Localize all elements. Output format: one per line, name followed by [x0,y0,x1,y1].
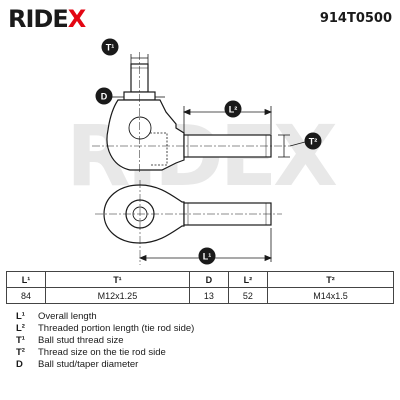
d-label: D [101,92,108,102]
spec-table: L¹ T¹ D L² T² 84 M12x1.25 13 52 M14x1.5 [5,271,395,304]
legend-code: L¹ [16,311,25,322]
t1-label-badge [101,38,119,56]
spec-value-cell: 13 [188,287,229,304]
legend-code: D [16,359,23,370]
part-number: 914T0500 [319,11,392,26]
technical-drawing: RIDEX T¹ D [66,38,341,265]
legend-text: Ball stud thread size [38,335,124,346]
legend-item: L² Threaded portion length (tie rod side) [16,323,194,335]
t2-label: T² [309,137,318,147]
legend-text: Overall length [38,311,97,322]
spec-header-cell: L² [227,271,268,288]
spec-header-cell: T¹ [45,271,190,288]
spec-table-value-row: 84 M12x1.25 13 52 M14x1.5 [5,287,395,304]
legend-text: Ball stud/taper diameter [38,359,139,370]
legend-text: Thread size on the tie rod side [38,347,166,358]
spec-header-cell: T² [266,271,395,288]
logo-main-text: RIDE [8,5,69,33]
t1-dimension [130,54,149,64]
l1-label: L¹ [203,252,212,262]
d-label-badge [95,87,113,105]
header: RIDEX 914T0500 [0,0,400,34]
spec-value-cell: M14x1.5 [266,287,395,304]
spec-value-cell: 84 [5,287,47,304]
legend-item: T¹ Ball stud thread size [16,335,194,347]
legend-item: L¹ Overall length [16,311,194,323]
l1-label-badge [198,247,216,265]
logo-x-text: X [67,5,86,33]
spec-value-cell: M12x1.25 [45,287,190,304]
l2-label: L² [229,105,238,115]
tie-rod-end-top-view [95,180,282,265]
t2-label-badge [304,132,322,150]
legend-code: T² [16,347,25,358]
spec-table-header-row: L¹ T¹ D L² T² [5,271,395,288]
spec-header-cell: L¹ [5,271,47,288]
l2-label-badge [224,100,242,118]
legend-code: L² [16,323,25,334]
legend-text: Threaded portion length (tie rod side) [38,323,195,334]
legend-item: T² Thread size on the tie rod side [16,347,194,359]
t1-label: T¹ [106,43,115,53]
t2-dimension [278,134,306,158]
spec-header-cell: D [188,271,229,288]
tie-rod-end-side-view [92,52,290,172]
legend-item: D Ball stud/taper diameter [16,359,194,371]
legend-code: T¹ [16,335,25,346]
spec-value-cell: 52 [227,287,268,304]
legend: L¹ Overall length L² Threaded portion leng… [16,311,194,371]
brand-logo: RIDEX [8,5,86,33]
